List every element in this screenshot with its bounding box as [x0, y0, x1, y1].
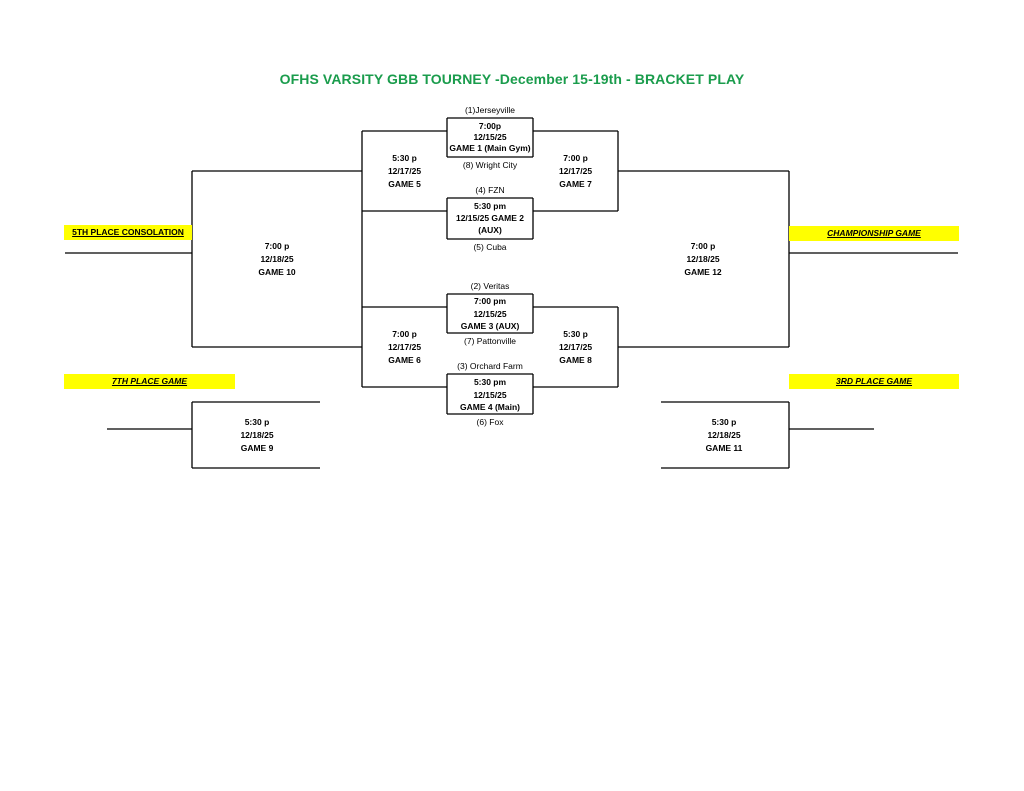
game-2-time: 5:30 pm	[473, 201, 507, 211]
game-9-date: 12/18/25	[240, 430, 274, 440]
third-place-label: 3RD PLACE GAME	[789, 374, 959, 389]
game-1-time: 7:00p	[478, 121, 502, 131]
game-3: 7:00 pm 12/15/25 GAME 3 (AUX)	[447, 295, 533, 333]
game-7-date: 12/17/25	[558, 166, 593, 176]
team-seed-7: (7) Pattonville	[464, 336, 516, 346]
game-1: 7:00p 12/15/25 GAME 1 (Main Gym)	[447, 121, 533, 154]
seventh-place-label: 7TH PLACE GAME	[64, 374, 235, 389]
team-seed-5: (5) Cuba	[473, 242, 507, 252]
game-2: 5:30 pm 12/15/25 GAME 2 (AUX)	[447, 200, 533, 236]
game-6-name: GAME 6	[388, 355, 421, 365]
team-seed-6: (6) Fox	[476, 417, 504, 427]
game-12-time: 7:00 p	[690, 241, 716, 251]
team-seed-1: (1)Jerseyville	[464, 105, 516, 115]
game-8: 5:30 p 12/17/25 GAME 8	[533, 328, 618, 367]
game-12-name: GAME 12	[684, 267, 722, 277]
game-5: 5:30 p 12/17/25 GAME 5	[362, 152, 447, 191]
game-9: 5:30 p 12/18/25 GAME 9	[212, 416, 302, 455]
team-seed-4: (4) FZN	[475, 185, 505, 195]
game-8-time: 5:30 p	[563, 329, 588, 339]
game-8-date: 12/17/25	[558, 342, 593, 352]
game-9-time: 5:30 p	[244, 417, 270, 427]
game-3-time: 7:00 pm	[473, 296, 507, 306]
game-2-location: (AUX)	[478, 225, 502, 235]
game-4-time: 5:30 pm	[473, 377, 507, 387]
game-10: 7:00 p 12/18/25 GAME 10	[232, 240, 322, 279]
championship-label: CHAMPIONSHIP GAME	[789, 226, 959, 241]
game-1-name: GAME 1 (Main Gym)	[449, 143, 531, 153]
game-6-date: 12/17/25	[387, 342, 422, 352]
fifth-place-label: 5TH PLACE CONSOLATION	[64, 225, 192, 240]
game-1-date: 12/15/25	[473, 132, 507, 142]
game-10-name: GAME 10	[258, 267, 296, 277]
game-12-date: 12/18/25	[686, 254, 720, 264]
game-5-name: GAME 5	[388, 179, 421, 189]
game-4-name: GAME 4 (Main)	[460, 402, 520, 412]
game-9-name: GAME 9	[240, 443, 274, 453]
team-seed-8: (8) Wright City	[462, 160, 518, 170]
game-12: 7:00 p 12/18/25 GAME 12	[658, 240, 748, 279]
game-11-date: 12/18/25	[707, 430, 741, 440]
game-7-time: 7:00 p	[563, 153, 588, 163]
game-6: 7:00 p 12/17/25 GAME 6	[362, 328, 447, 367]
game-2-date-name: 12/15/25 GAME 2	[455, 213, 525, 223]
game-8-name: GAME 8	[559, 355, 592, 365]
page-title: OFHS VARSITY GBB TOURNEY -December 15-19…	[279, 71, 745, 87]
game-4-date: 12/15/25	[473, 389, 507, 400]
game-3-name: GAME 3 (AUX)	[460, 321, 520, 331]
game-11: 5:30 p 12/18/25 GAME 11	[679, 416, 769, 455]
game-7: 7:00 p 12/17/25 GAME 7	[533, 152, 618, 191]
game-11-name: GAME 11	[705, 443, 743, 453]
game-7-name: GAME 7	[559, 179, 592, 189]
game-5-time: 5:30 p	[392, 153, 417, 163]
team-seed-2: (2) Veritas	[470, 281, 510, 291]
game-5-date: 12/17/25	[387, 166, 422, 176]
game-6-time: 7:00 p	[392, 329, 417, 339]
game-10-date: 12/18/25	[260, 254, 294, 264]
game-3-date: 12/15/25	[473, 308, 507, 319]
game-4: 5:30 pm 12/15/25 GAME 4 (Main)	[447, 376, 533, 414]
team-seed-3: (3) Orchard Farm	[457, 361, 523, 371]
game-10-time: 7:00 p	[264, 241, 290, 251]
game-11-time: 5:30 p	[711, 417, 737, 427]
